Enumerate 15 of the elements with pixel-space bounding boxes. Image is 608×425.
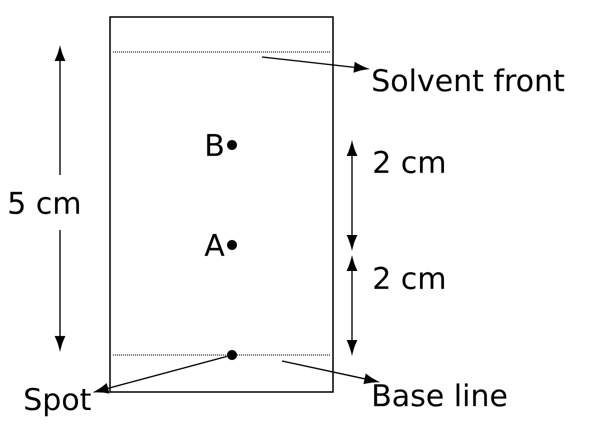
dimension-label: 2 cm [374, 266, 444, 290]
dimension-label: A [204, 234, 225, 256]
node-label: Spot [25, 388, 91, 416]
plate-box [109, 16, 334, 393]
leader-line [94, 356, 228, 394]
dimension-label: 2 cm [374, 150, 444, 174]
leader-line [282, 360, 378, 384]
spot-dot [227, 350, 237, 360]
node-label: Solvent front [373, 68, 564, 92]
dimension-label: B [207, 134, 223, 156]
spot-dot [227, 240, 237, 250]
node-label: Base line [374, 383, 506, 407]
leader-line [262, 56, 368, 72]
dimension-label: 5 cm [10, 192, 79, 214]
spot-dot [227, 140, 237, 150]
